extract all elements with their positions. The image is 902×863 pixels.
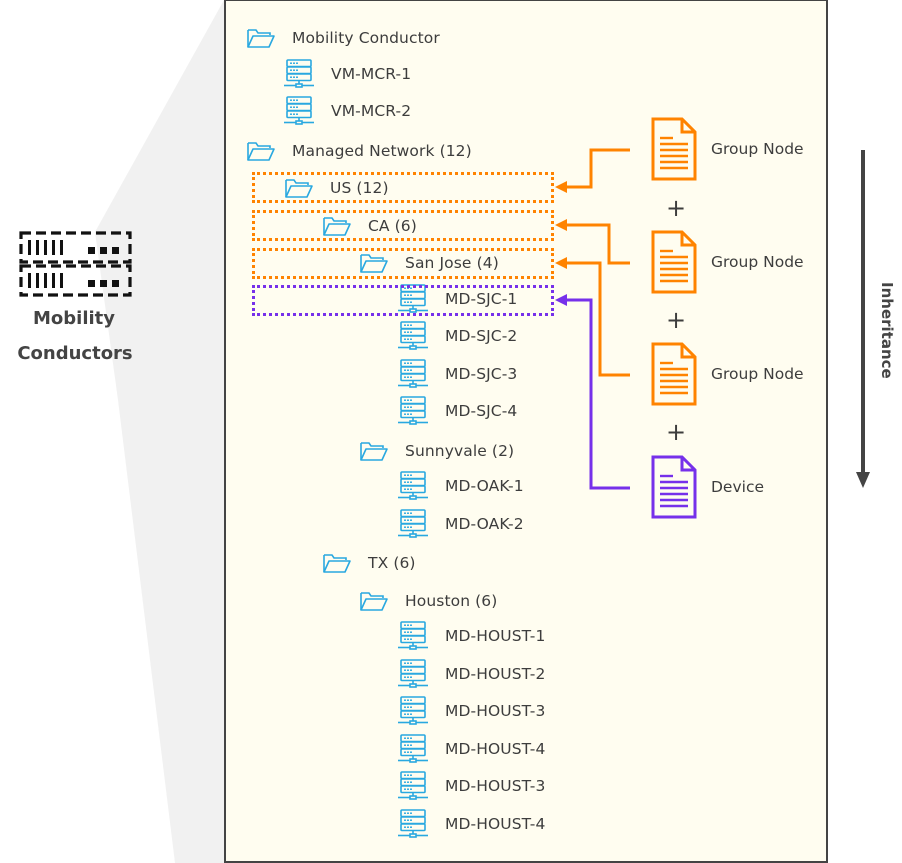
tree-folder[interactable]: US (12) [284,175,389,201]
device-config-node[interactable]: Device [651,455,764,519]
tree-device[interactable]: MD-OAK-2 [398,508,524,538]
folder-icon [360,441,388,461]
server-icon [398,696,428,725]
server-icon [398,396,428,425]
tree-item-label: MD-OAK-2 [445,514,524,533]
tree-item-label: MD-HOUST-1 [445,627,546,645]
tree-item-label: MD-HOUST-2 [445,664,546,683]
tree-item-label: MD-SJC-1 [445,289,518,308]
group-config-node[interactable]: Group Node [651,117,804,181]
tree-folder[interactable]: Managed Network (12) [246,138,472,164]
server-icon [398,658,428,688]
folder-icon [247,141,275,161]
folder-icon [323,554,351,573]
tree-item-label: VM-MCR-1 [331,64,412,83]
server-icon [398,621,428,650]
device-label-line1: Mobility [32,308,115,329]
highlight-ca [252,210,554,241]
tree-item-label: US (12) [330,179,389,197]
folder-icon [323,216,351,236]
mobility-conductor-rack-icon [19,231,132,297]
tree-device[interactable]: MD-HOUST-3 [398,696,546,725]
mobility-conductors-device [18,230,133,298]
tree-device[interactable]: MD-HOUST-1 [398,621,546,650]
tree-device[interactable]: MD-SJC-1 [398,283,518,313]
tree-item-label: MD-SJC-4 [445,402,518,420]
tree-folder[interactable]: San Jose (4) [359,250,499,276]
document-icon [651,230,697,294]
tree-item-label: Mobility Conductor [292,29,440,47]
folder-icon [360,254,388,273]
tree-device[interactable]: VM-MCR-2 [284,96,412,125]
server-icon [398,733,428,763]
device-label-line2: Conductors [17,343,133,364]
server-icon [398,321,428,350]
tree-device[interactable]: MD-SJC-4 [398,396,518,425]
tree-item-label: MD-HOUST-4 [445,739,546,758]
plus-sign-2: + [666,306,687,334]
group-config-node[interactable]: Group Node [651,230,804,294]
tree-item-label: MD-HOUST-3 [445,702,546,720]
tree-item-label: MD-SJC-2 [445,327,518,345]
tree-item-label: MD-HOUST-3 [445,777,546,795]
tree-item-label: MD-SJC-3 [445,364,518,383]
inheritance-label: Inheritance [878,282,896,379]
tree-device[interactable]: MD-SJC-3 [398,358,518,388]
tree-item-label: Sunnyvale (2) [405,441,515,460]
tree-device[interactable]: VM-MCR-1 [284,58,412,88]
tree-folder[interactable]: Sunnyvale (2) [359,438,514,464]
tree-item-label: CA (6) [368,216,417,235]
server-icon [398,808,428,838]
folder-icon [285,179,313,198]
wedge-shape [95,0,224,863]
tree-folder[interactable]: Mobility Conductor [246,25,440,51]
plus-sign-1: + [666,194,687,222]
tree-item-label: MD-OAK-1 [445,477,524,495]
tree-item-label: San Jose (4) [405,254,499,272]
tree-folder[interactable]: TX (6) [322,550,416,576]
hierarchy-panel [224,0,828,863]
tree-item-label: VM-MCR-2 [331,102,412,120]
server-icon [284,58,314,88]
tree-folder[interactable]: Houston (6) [359,588,497,614]
tree-item-label: Houston (6) [405,591,498,610]
config-node-label: Group Node [711,140,804,158]
document-icon [651,117,697,181]
config-node-label: Device [711,478,765,496]
highlight-san-jose [252,248,554,279]
tree-device[interactable]: MD-HOUST-4 [398,733,546,763]
tree-item-label: TX (6) [368,554,416,572]
plus-sign-3: + [666,418,687,446]
tree-device[interactable]: MD-HOUST-2 [398,658,546,688]
tree-item-label: MD-HOUST-4 [445,814,546,833]
config-node-label: Group Node [711,365,804,383]
server-icon [398,771,428,800]
tree-item-label: Managed Network (12) [292,141,472,160]
highlight-us [252,172,554,203]
config-node-label: Group Node [711,253,804,271]
document-icon [651,455,697,519]
server-icon [284,96,314,125]
tree-device[interactable]: MD-SJC-2 [398,321,518,350]
group-config-node[interactable]: Group Node [651,342,804,406]
server-icon [398,358,428,388]
tree-device[interactable]: MD-OAK-1 [398,471,524,500]
tree-device[interactable]: MD-HOUST-3 [398,771,546,800]
folder-icon [247,29,275,48]
server-icon [398,508,428,538]
folder-icon [360,591,388,611]
tree-folder[interactable]: CA (6) [322,213,417,239]
highlight-md-sjc-1 [252,285,554,316]
document-icon [651,342,697,406]
server-icon [398,471,428,500]
tree-device[interactable]: MD-HOUST-4 [398,808,546,838]
